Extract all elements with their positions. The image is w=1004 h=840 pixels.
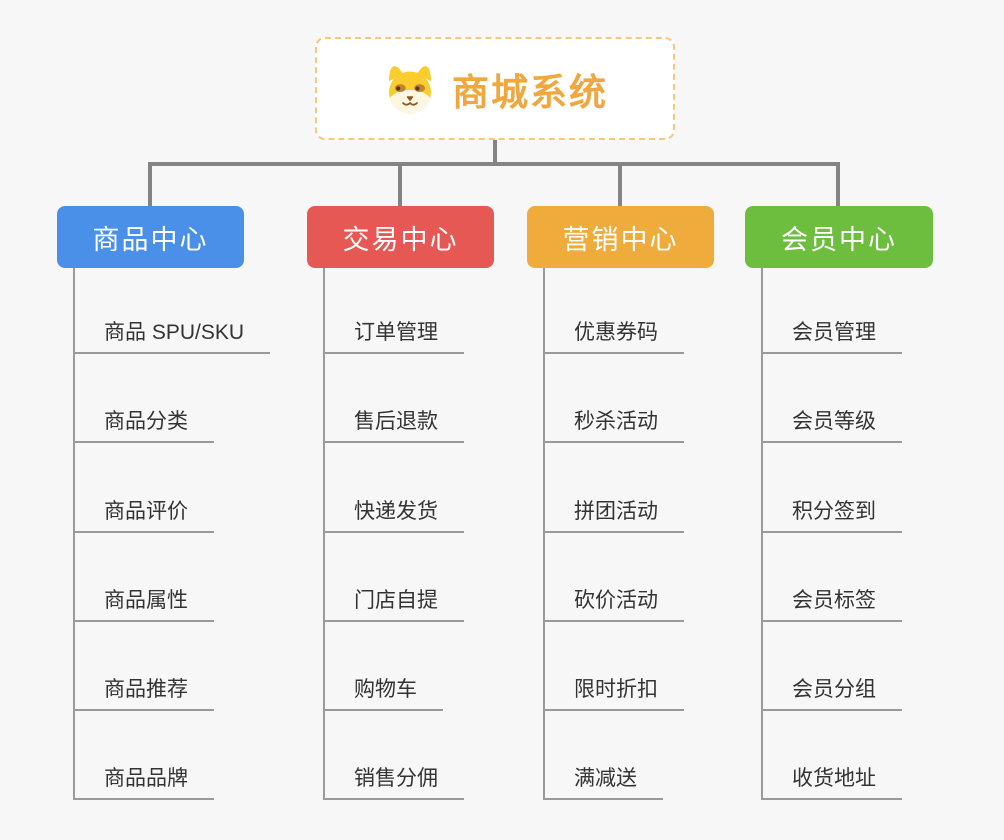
leaf-column-trade-center: 订单管理 售后退款 快递发货 门店自提 购物车 销售分佣 <box>323 268 583 808</box>
leaf-node[interactable]: 会员标签 <box>761 588 902 622</box>
leaf-node[interactable]: 商品 SPU/SKU <box>73 320 271 354</box>
column-line <box>543 268 545 800</box>
leaf-column-product-center: 商品 SPU/SKU 商品分类 商品评价 商品属性 商品推荐 商品品牌 <box>73 268 333 808</box>
doge-icon <box>389 65 431 113</box>
leaf-node[interactable]: 商品属性 <box>73 588 214 622</box>
branch-node-marketing-center[interactable]: 营销中心 <box>527 206 714 268</box>
root-node-mall-system[interactable]: 商城系统 <box>315 37 675 140</box>
leaf-node[interactable]: 门店自提 <box>323 588 464 622</box>
leaf-column-marketing-center: 优惠券码 秒杀活动 拼团活动 砍价活动 限时折扣 满减送 <box>543 268 803 808</box>
branch-node-member-center[interactable]: 会员中心 <box>745 206 933 268</box>
leaf-node[interactable]: 砍价活动 <box>543 588 684 622</box>
connector-rail <box>148 162 840 166</box>
connector-drop-marketing <box>618 162 622 207</box>
leaf-node[interactable]: 售后退款 <box>323 409 464 443</box>
column-line <box>761 268 763 800</box>
leaf-column-member-center: 会员管理 会员等级 积分签到 会员标签 会员分组 收货地址 <box>761 268 1004 808</box>
leaf-node[interactable]: 会员等级 <box>761 409 902 443</box>
leaf-node[interactable]: 订单管理 <box>323 320 464 354</box>
leaf-node[interactable]: 优惠券码 <box>543 320 684 354</box>
column-line <box>73 268 75 800</box>
leaf-node[interactable]: 商品评价 <box>73 499 214 533</box>
branch-label: 商品中心 <box>92 224 209 255</box>
leaf-node[interactable]: 商品品牌 <box>73 766 214 800</box>
column-line <box>323 268 325 800</box>
branch-label: 交易中心 <box>342 224 459 255</box>
leaf-node[interactable]: 销售分佣 <box>323 766 464 800</box>
leaf-node[interactable]: 限时折扣 <box>543 677 684 711</box>
branch-label: 会员中心 <box>781 224 897 255</box>
leaf-node[interactable]: 商品分类 <box>73 409 214 443</box>
leaf-node[interactable]: 秒杀活动 <box>543 409 684 443</box>
root-title: 商城系统 <box>452 71 608 113</box>
branch-node-product-center[interactable]: 商品中心 <box>57 206 244 268</box>
branch-label: 营销中心 <box>562 224 679 255</box>
leaf-node[interactable]: 收货地址 <box>761 766 902 800</box>
leaf-node[interactable]: 购物车 <box>323 677 443 711</box>
connector-drop-trade <box>398 162 402 207</box>
leaf-node[interactable]: 满减送 <box>543 766 663 800</box>
connector-drop-products <box>148 162 152 207</box>
leaf-node[interactable]: 快递发货 <box>323 499 464 533</box>
leaf-node[interactable]: 商品推荐 <box>73 677 214 711</box>
connector-drop-members <box>836 162 840 207</box>
leaf-node[interactable]: 积分签到 <box>761 499 902 533</box>
leaf-node[interactable]: 拼团活动 <box>543 499 684 533</box>
leaf-node[interactable]: 会员分组 <box>761 677 902 711</box>
leaf-node[interactable]: 会员管理 <box>761 320 902 354</box>
branch-node-trade-center[interactable]: 交易中心 <box>307 206 494 268</box>
connector-root-stub <box>493 140 497 164</box>
